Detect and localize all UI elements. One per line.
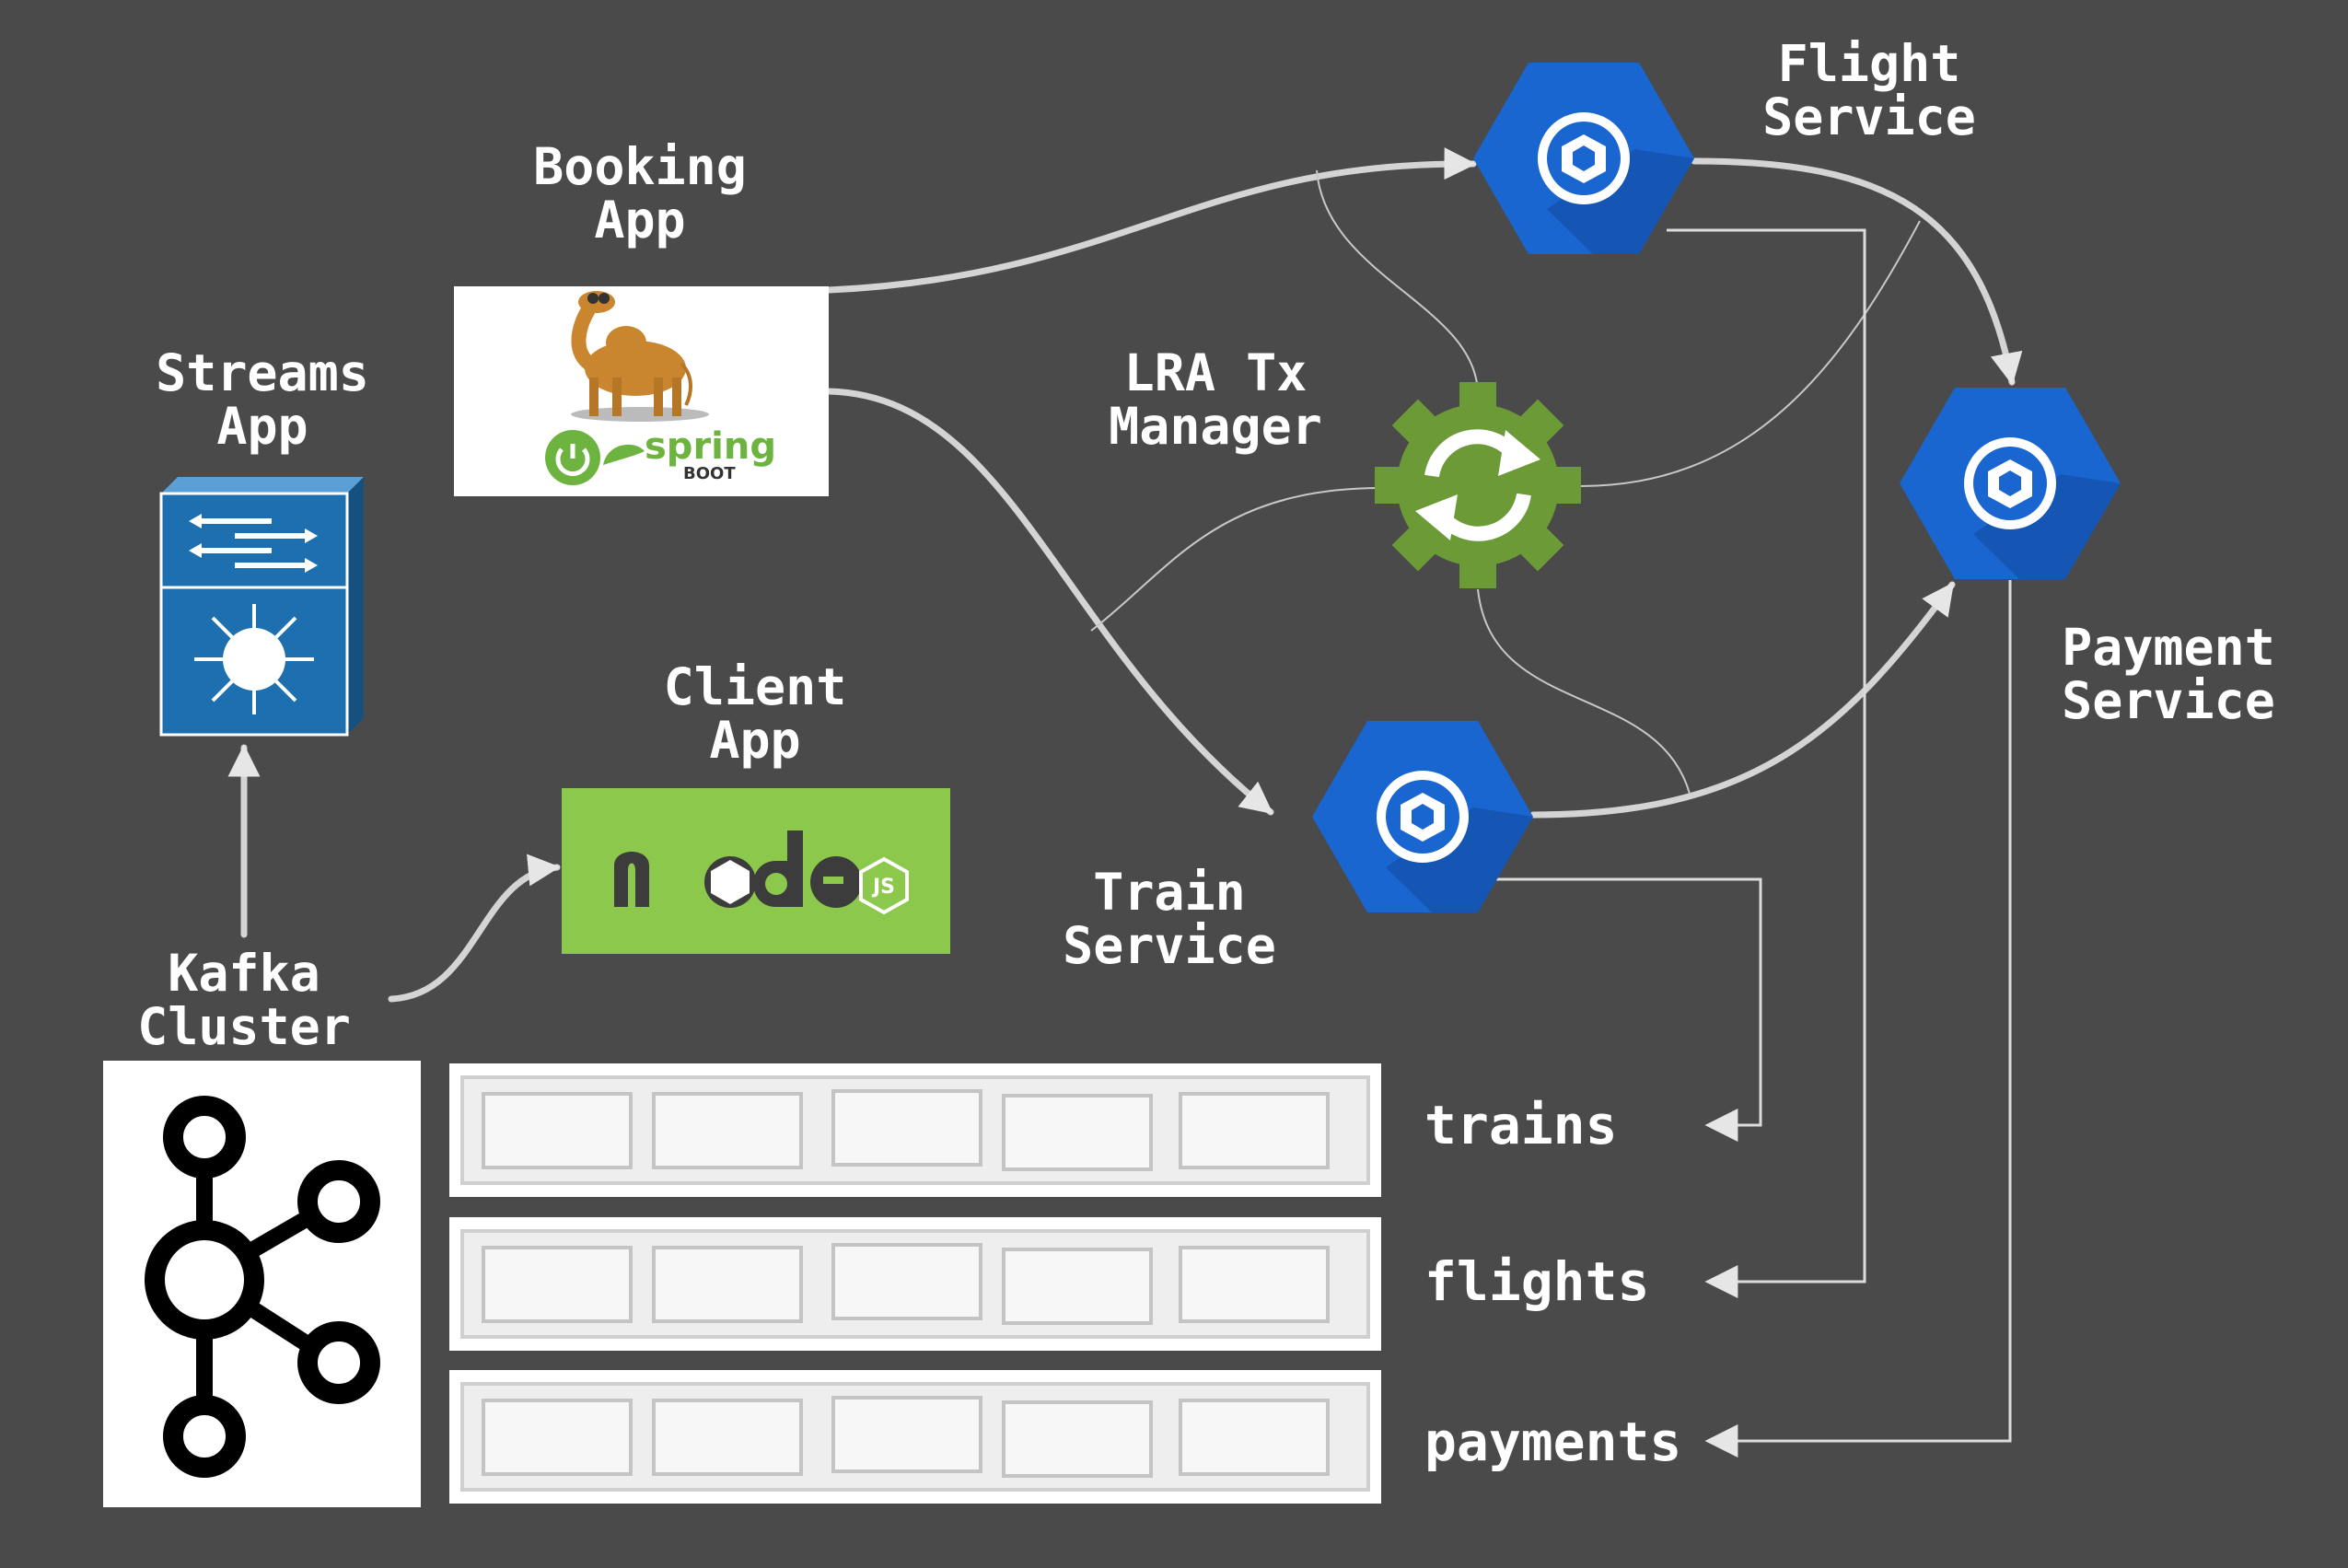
sync-gear-icon (1375, 382, 1581, 588)
client-app-label-line2: App (709, 711, 801, 770)
arrow-train-to-payment (1529, 581, 1956, 819)
spring-logo-text: spring (645, 425, 776, 468)
topic-trains-label: trains (1424, 1094, 1618, 1156)
flight-service-label: Flight Service (1740, 37, 1998, 144)
booking-app-label-line1: Booking (533, 137, 747, 196)
topic-flights-label: flights (1424, 1250, 1650, 1313)
streams-app-label-line1: Streams (156, 343, 369, 402)
train-service-icon (1312, 721, 1533, 912)
lra-line-train (1477, 588, 1691, 795)
train-service-label-line1: Train (1093, 863, 1246, 922)
payments-topic-partitions (449, 1370, 1381, 1504)
spring-boot-logo-text: BOOT (683, 464, 736, 483)
kafka-cluster-label-line1: Kafka (168, 944, 320, 1003)
flight-service-label-line1: Flight (1777, 34, 1961, 93)
flight-service-icon (1473, 63, 1694, 254)
network-switch-icon (159, 477, 364, 737)
lra-line-flight (1316, 169, 1479, 392)
arrow-kafka-to-client (388, 854, 561, 1003)
lra-tx-manager-label-line2: Manager (1109, 397, 1322, 456)
client-app-label: Client App (626, 660, 884, 767)
line-train-to-trains (1496, 877, 1762, 1142)
line-flight-to-flights (1667, 228, 1866, 1298)
arrow-booking-to-flight (825, 147, 1477, 294)
lra-line-payment (1575, 220, 1921, 488)
trains-topic-partitions (449, 1063, 1381, 1197)
payment-service-label: Payment Service (2035, 621, 2302, 727)
booking-app-label-line2: App (594, 191, 686, 250)
nodejs-js-text: JS (871, 876, 895, 899)
client-app-label-line1: Client (663, 657, 847, 716)
flights-topic-partitions (449, 1217, 1381, 1351)
camel-spring-boot-logo: spring BOOT (454, 286, 829, 496)
lra-tx-manager-label-line1: LRA Tx (1123, 343, 1308, 402)
streams-app-label: Streams App (129, 346, 396, 453)
streams-app-label-line2: App (216, 397, 308, 456)
train-service-label: Train Service (1040, 865, 1298, 972)
kafka-logo (103, 1061, 421, 1507)
line-payment-to-payments (1704, 580, 2012, 1458)
nodejs-logo: JS (562, 788, 950, 954)
payment-service-label-line1: Payment (2062, 618, 2275, 677)
train-service-label-line2: Service (1063, 916, 1276, 975)
payment-service-label-line2: Service (2062, 671, 2275, 730)
kafka-cluster-label: Kafka Cluster (115, 947, 373, 1053)
arrow-flight-to-payment (1691, 157, 2023, 386)
lra-line-booking (1090, 487, 1382, 632)
kafka-cluster-label-line2: Cluster (137, 997, 351, 1056)
payment-service-icon (1900, 388, 2121, 579)
flight-service-label-line2: Service (1762, 87, 1976, 146)
topic-payments-label: payments (1424, 1411, 1682, 1473)
booking-app-label: Booking App (511, 140, 769, 247)
lra-tx-manager-label: LRA Tx Manager (1087, 346, 1344, 453)
arrow-booking-to-train (825, 388, 1274, 816)
